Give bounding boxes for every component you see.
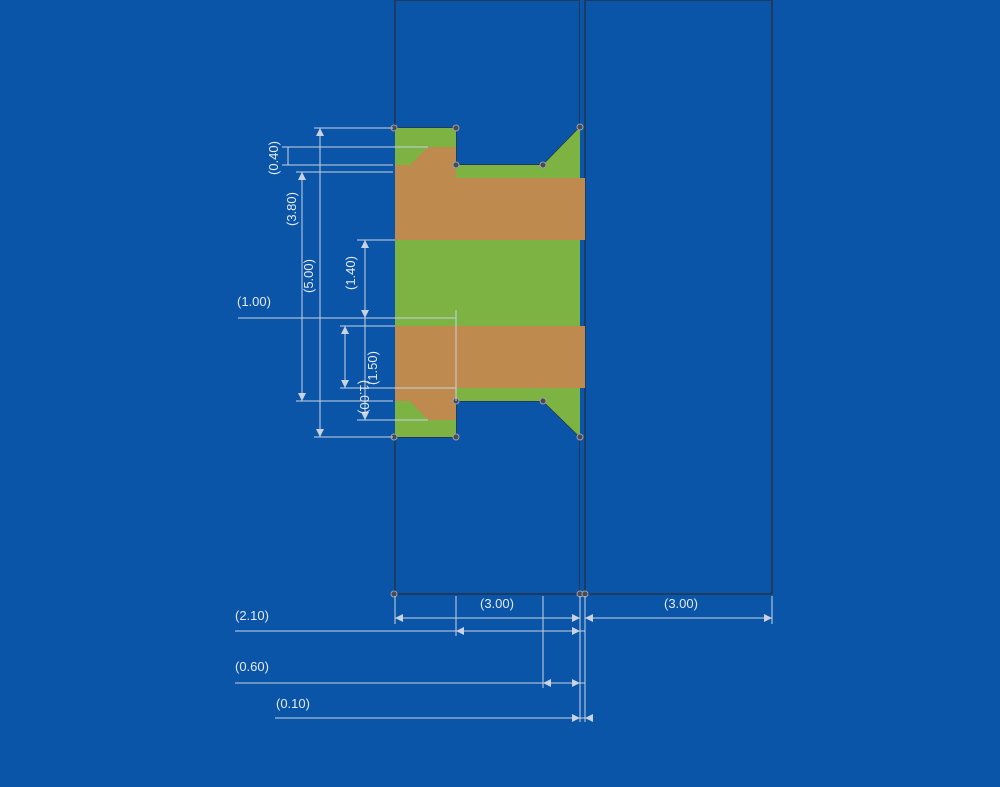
label-140[interactable]: (1.40) xyxy=(343,256,358,290)
right-body-section[interactable] xyxy=(584,0,773,595)
label-060[interactable]: (0.60) xyxy=(235,659,269,674)
green-region-middle[interactable] xyxy=(395,240,580,326)
label-300-b[interactable]: (3.00) xyxy=(664,596,698,611)
label-040[interactable]: (0.40) xyxy=(266,141,281,175)
gap-strip xyxy=(580,0,585,594)
label-380[interactable]: (3.80) xyxy=(284,192,299,226)
vertex-point[interactable] xyxy=(452,161,460,169)
horizontal-dimensions xyxy=(235,596,773,722)
label-150[interactable]: (1.50) xyxy=(365,351,380,385)
label-500[interactable]: (5.00) xyxy=(301,259,316,293)
vertex-point[interactable] xyxy=(452,433,460,441)
vertex-point[interactable] xyxy=(539,161,547,169)
orange-region-bottom[interactable] xyxy=(395,326,585,420)
label-210[interactable]: (2.10) xyxy=(235,608,269,623)
vertex-point[interactable] xyxy=(390,590,398,598)
vertex-point[interactable] xyxy=(576,433,584,441)
label-100-inner[interactable]: (1.00) xyxy=(357,380,372,414)
label-010[interactable]: (0.10) xyxy=(276,696,310,711)
vertical-dimensions xyxy=(238,127,457,438)
label-100-left[interactable]: (1.00) xyxy=(237,294,271,309)
vertex-point[interactable] xyxy=(539,397,547,405)
dimension-labels: (0.40) (3.80) (5.00) (1.40) (1.00) (1.50… xyxy=(235,141,698,711)
vertex-point[interactable] xyxy=(452,124,460,132)
label-300-a[interactable]: (3.00) xyxy=(480,596,514,611)
vertex-point[interactable] xyxy=(576,123,584,131)
vertex-markers xyxy=(390,123,589,598)
orange-region-top[interactable] xyxy=(395,147,585,240)
